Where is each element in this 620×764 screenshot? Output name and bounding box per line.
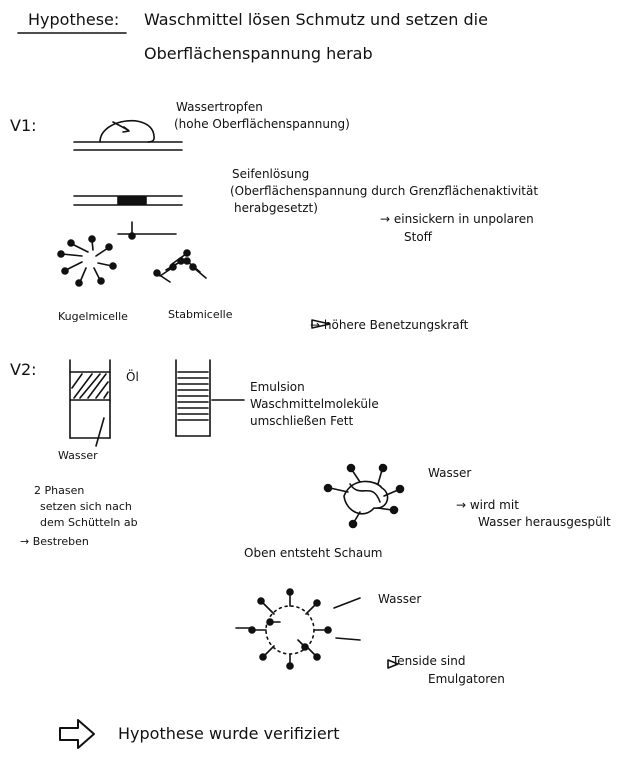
hypothesis-line-1: Waschmittel lösen Schmutz und setzen die: [144, 10, 488, 29]
conclusion-arrow-icon: [59, 719, 95, 749]
foam-micelle-sketch: [235, 588, 361, 670]
sphere-micelle-sketch: [57, 235, 117, 287]
drop-note: (hohe Oberflächenspannung): [174, 117, 350, 131]
enclosed-dirt-sketch: [323, 463, 405, 529]
tenside-2: Emulgatoren: [428, 672, 505, 686]
soap-note-2: herabgesetzt): [234, 201, 318, 215]
v1-label: V1:: [10, 116, 37, 135]
rinse-2: Wasser herausgespült: [478, 515, 611, 529]
oil-label: Öl: [126, 370, 139, 384]
wasser-bottom: Wasser: [378, 592, 422, 606]
rod-micelle-sketch: [153, 249, 207, 283]
v2-label: V2:: [10, 360, 37, 379]
drop-title: Wassertropfen: [176, 100, 263, 114]
phases-4: → Bestreben: [20, 535, 89, 548]
hypothesis-line-2: Oberflächenspannung herab: [144, 44, 373, 63]
soap-film-sketch: [73, 195, 183, 206]
micelle-label-1: Kugelmicelle: [58, 310, 128, 323]
soap-note-1: (Oberflächenspannung durch Grenzflächena…: [230, 184, 539, 198]
phases-1: 2 Phasen: [34, 484, 85, 497]
wasser-right: Wasser: [428, 466, 472, 480]
water-drop-sketch: [73, 119, 183, 151]
conclusion: Hypothese wurde verifiziert: [118, 724, 340, 743]
hypothesis-label: Hypothese:: [28, 10, 120, 29]
two-phase-beaker-sketch: [69, 359, 111, 447]
result-note: → höhere Benetzungskraft: [310, 318, 469, 332]
emulsion-2: Waschmittelmoleküle: [250, 397, 379, 411]
arrow-note-1: → einsickern in unpolaren: [380, 212, 534, 226]
soap-title: Seifenlösung: [232, 167, 310, 181]
rinse-1: → wird mit: [456, 498, 519, 512]
water-label: Wasser: [58, 449, 98, 462]
tenside-arrow-icon: [387, 659, 399, 669]
emulsion-1: Emulsion: [250, 380, 305, 394]
emulsion-3: umschließen Fett: [250, 414, 354, 428]
arrow-note-2: Stoff: [404, 230, 432, 244]
phases-3: dem Schütteln ab: [40, 516, 138, 529]
phases-2: setzen sich nach: [40, 500, 132, 513]
emulsion-beaker-sketch: [175, 359, 245, 437]
micelle-label-2: Stabmicelle: [168, 308, 233, 321]
foam-note: Oben entsteht Schaum: [244, 546, 383, 560]
surfactant-molecule-sketch: [117, 221, 177, 240]
tenside-1: Tenside sind: [392, 654, 466, 668]
result-arrow-icon: [311, 319, 331, 329]
